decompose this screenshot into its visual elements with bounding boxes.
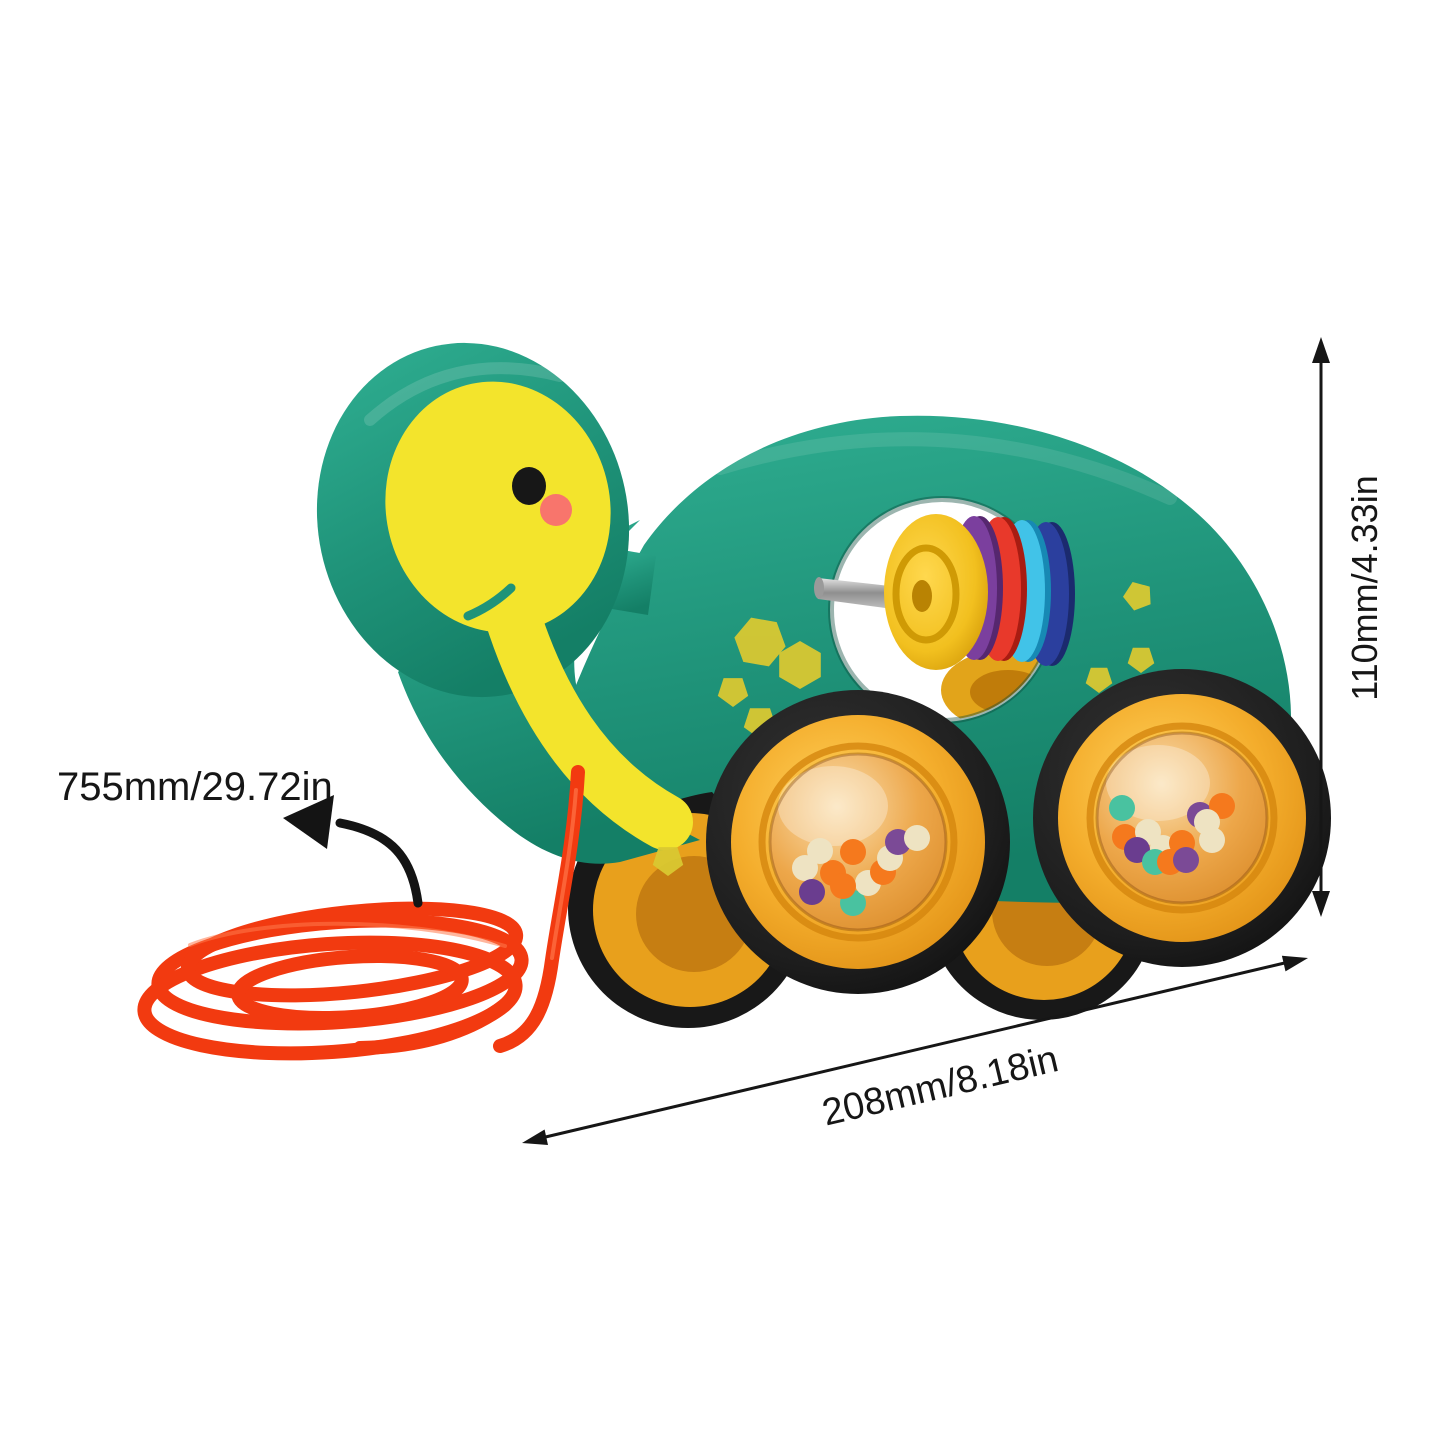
bead	[1173, 847, 1199, 873]
shell-spot	[717, 678, 749, 707]
bead	[1194, 809, 1220, 835]
shell-spot	[734, 617, 786, 667]
string-strand	[353, 998, 512, 1055]
disc-center	[912, 580, 932, 612]
axle-end-cap	[814, 577, 824, 599]
mouth	[463, 583, 516, 621]
cheek	[540, 494, 572, 526]
shell-spot	[1127, 647, 1155, 673]
bead	[792, 855, 818, 881]
left-arrow-icon	[522, 1129, 548, 1145]
shell-spot	[779, 641, 821, 689]
rear-wheel-beads	[792, 825, 930, 916]
rear-wheel	[706, 690, 1010, 994]
bead	[830, 873, 856, 899]
head-highlight	[364, 362, 566, 426]
length-label: 208mm/8.18in	[818, 1038, 1062, 1134]
face	[385, 381, 611, 633]
front-window-edge	[1095, 731, 1269, 905]
abacus-disc	[884, 514, 988, 670]
shell-spot	[1123, 582, 1151, 611]
neck-stripe	[482, 580, 693, 850]
eye	[512, 467, 546, 505]
height-dimension: 110mm/4.33in	[1312, 337, 1385, 917]
length-dimension-line	[536, 959, 1294, 1141]
pull-string-arrow-curve	[335, 818, 423, 908]
string-loop	[231, 949, 469, 1025]
bead	[799, 879, 825, 905]
string-loop	[137, 935, 523, 1061]
shell-spot	[1085, 667, 1113, 693]
shell-highlight	[713, 432, 1177, 505]
string-length-dimension: 755mm/29.72in	[57, 765, 423, 908]
string-sheen	[188, 921, 507, 948]
rear-window-glare	[778, 766, 888, 846]
rear-wheel-rim-lip	[758, 742, 958, 942]
bead	[840, 839, 866, 865]
right-arrow-icon	[1281, 955, 1308, 972]
bead	[807, 838, 833, 864]
down-arrow-icon	[1312, 891, 1330, 917]
disc	[884, 514, 988, 670]
front-wheel-beads	[1109, 793, 1235, 875]
up-arrow-icon	[1312, 337, 1330, 363]
front-wheel	[1033, 669, 1331, 967]
wheels	[706, 669, 1331, 994]
bead	[1109, 795, 1135, 821]
pull-string	[137, 765, 585, 1061]
rear-window-edge	[768, 752, 948, 932]
disc-hub-ring	[892, 544, 960, 644]
string-length-label: 755mm/29.72in	[57, 765, 333, 809]
shell-spot	[652, 847, 684, 876]
pull-string-arrow-icon	[283, 795, 334, 849]
bead	[904, 825, 930, 851]
shell-spots	[652, 582, 1155, 876]
front-wheel-rim-lip	[1086, 722, 1278, 914]
string-loop	[180, 901, 524, 1003]
height-label: 110mm/4.33in	[1344, 475, 1385, 700]
string-sheen	[550, 788, 578, 960]
